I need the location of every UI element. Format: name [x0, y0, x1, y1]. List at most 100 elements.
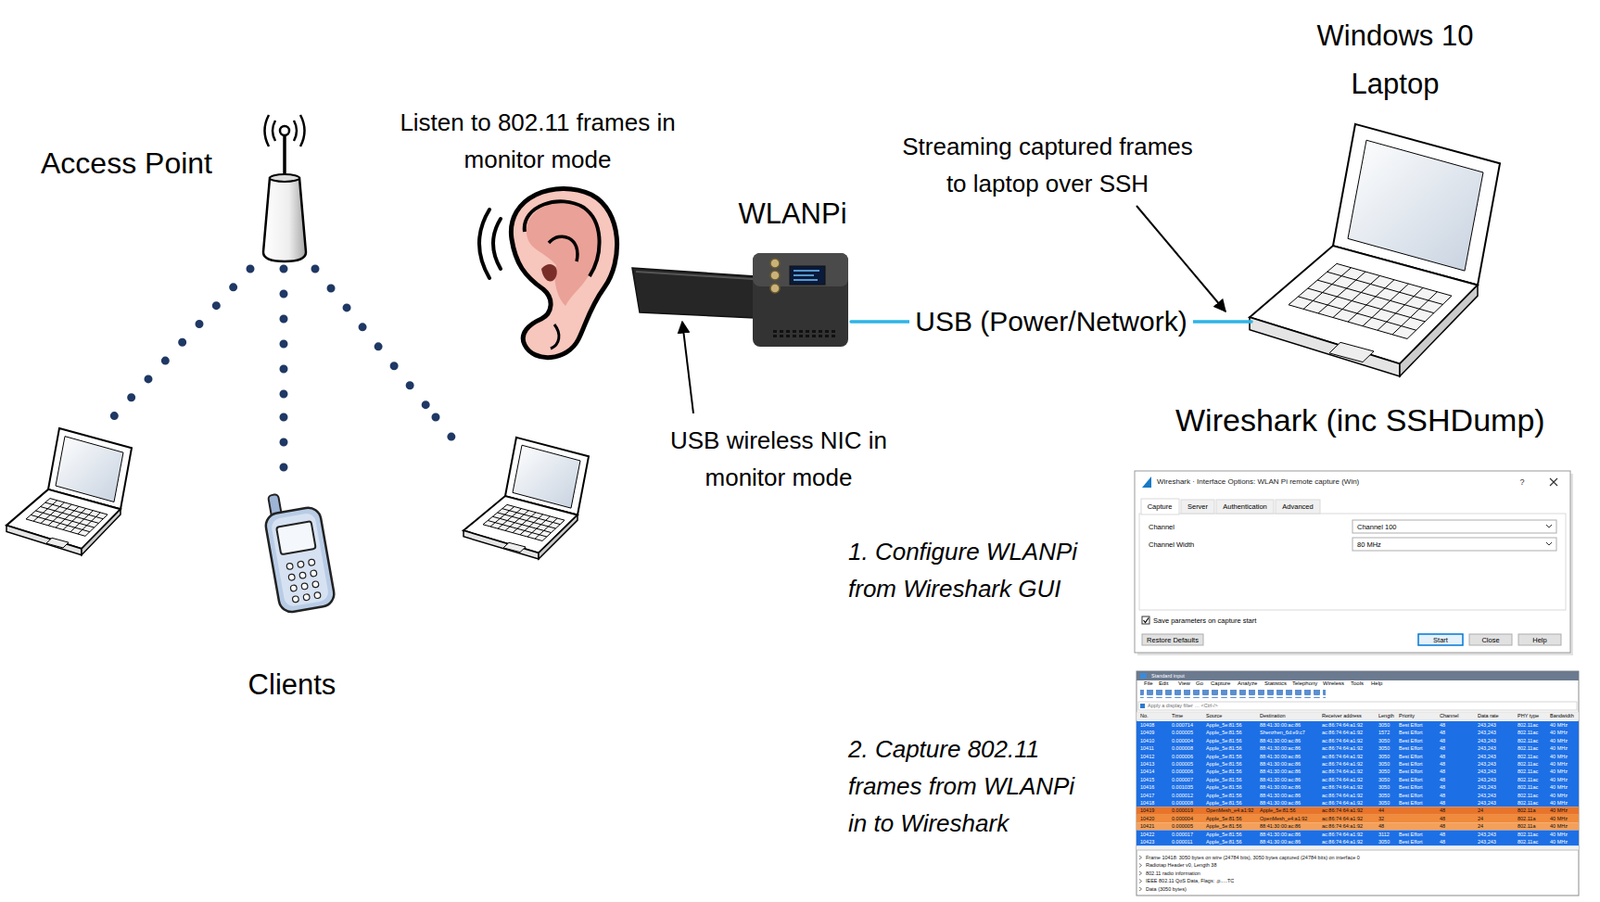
packet-list-text: 0.000007	[1171, 776, 1194, 784]
client-laptop-icon	[463, 437, 589, 559]
packet-list-text: 0.000004	[1171, 737, 1194, 745]
packet-list-text: Bandwidth	[1549, 712, 1575, 720]
packet-list-text: 802.11ac	[1517, 722, 1538, 729]
wireless-link	[315, 268, 436, 418]
capture-dialog-screenshot	[1141, 498, 1180, 515]
packet-list-text: 48	[1439, 838, 1446, 846]
access-point-icon	[279, 126, 290, 136]
packet-list-text: View	[1178, 680, 1191, 687]
packet-list-text: 88:41:30:00:ac:86	[1259, 761, 1301, 768]
packet-list-screenshot	[1138, 701, 1577, 711]
edge-label: USB (Power/Network)	[909, 304, 1193, 339]
laptop-node: Windows 10 Laptop	[1251, 7, 1521, 381]
capture-dialog-screenshot	[1143, 618, 1150, 623]
wlanpi-device	[635, 271, 753, 280]
packet-list-text: 0.000005	[1171, 761, 1194, 768]
capture-dialog-screenshot	[1352, 520, 1557, 534]
packet-list-text: 40 MHz	[1549, 745, 1568, 752]
packet-list-text: 802.11ac	[1517, 784, 1538, 791]
packet-list-text: 802.11a	[1517, 823, 1536, 830]
packet-list-text: 88:41:30:00:ac:86	[1259, 792, 1301, 800]
packet-list-text: 40 MHz	[1549, 792, 1568, 800]
ear-illustration	[541, 264, 558, 282]
packet-list-text: 10409	[1140, 729, 1155, 737]
packet-list-text: ac:86:74:64:a1:92	[1321, 737, 1363, 745]
packet-list-text: 243,243	[1477, 800, 1497, 807]
leader-arrow	[682, 205, 1226, 414]
capture-dialog-screenshot	[1275, 499, 1321, 514]
packet-list-text: 0.001035	[1171, 784, 1194, 791]
packet-list-text: 88:41:30:00:ac:86	[1259, 722, 1301, 729]
packet-list-text: Best Effort	[1398, 838, 1423, 846]
packet-list-text: 48	[1439, 784, 1446, 791]
packet-list-text: ac:86:74:64:a1:92	[1321, 815, 1363, 823]
phone-icon	[276, 520, 317, 555]
packet-list-text: 243,243	[1477, 753, 1497, 761]
packet-list-text: 48	[1439, 737, 1446, 745]
packet-list-text: 10408	[1140, 722, 1155, 729]
packet-list-text: 40 MHz	[1549, 761, 1568, 768]
packet-list-text: 3050	[1378, 784, 1390, 791]
access-point-icon	[269, 174, 300, 182]
packet-list-text: Apple_5e:81:56	[1206, 722, 1243, 729]
packet-list-text: 88:41:30:00:ac:86	[1259, 745, 1301, 752]
packet-list-text: 0.000006	[1171, 753, 1194, 761]
packet-list-text: 3050	[1378, 722, 1390, 729]
packet-list-text: Data (3050 bytes)	[1145, 886, 1187, 893]
packet-list-screenshot	[1136, 671, 1579, 896]
packet-list-text: 88:41:30:00:ac:86	[1259, 753, 1301, 761]
packet-list-text: 40 MHz	[1549, 776, 1568, 784]
packet-list-text: 10414	[1140, 768, 1155, 775]
packet-list-text: 40 MHz	[1549, 753, 1568, 761]
wlanpi-device	[632, 267, 755, 318]
packet-list-text: 88:41:30:00:ac:86	[1259, 831, 1301, 839]
access-point-icon	[263, 177, 306, 262]
packet-list-text: Help	[1371, 680, 1383, 687]
packet-list-text: 243,243	[1477, 792, 1497, 800]
packet-list-text: 0.000011	[1171, 838, 1194, 846]
packet-list-screenshot	[1140, 703, 1145, 709]
packet-list-text: 0.000008	[1171, 800, 1194, 807]
packet-list-text: Data rate	[1477, 712, 1499, 720]
ear-illustration	[524, 201, 600, 277]
packet-list-text: 0.000714	[1171, 722, 1194, 729]
packet-list-text: 48	[1439, 729, 1446, 737]
packet-list-text: Analyze	[1237, 680, 1258, 687]
packet-list-text: 10418	[1140, 800, 1155, 807]
packet-list-text: ac:86:74:64:a1:92	[1321, 784, 1363, 791]
dialog-text: Advanced	[1282, 502, 1313, 511]
packet-list-text: Wireless	[1322, 680, 1345, 687]
packet-list-text: 10417	[1140, 792, 1155, 800]
packet-list-text: 10421	[1140, 823, 1155, 830]
packet-list-text: Apple_5e:81:56	[1259, 807, 1296, 814]
packet-list-text: ac:86:74:64:a1:92	[1321, 807, 1363, 814]
access-point-icon	[263, 114, 306, 262]
packet-list-text: Apple_5e:81:56	[1206, 729, 1243, 737]
packet-list-text: 88:41:30:00:ac:86	[1259, 737, 1301, 745]
packet-list-text: 802.11ac	[1517, 831, 1538, 839]
packet-list-text: Apple_5e:81:56	[1206, 753, 1243, 761]
packet-list-text: 48	[1378, 823, 1385, 830]
packet-list-text: 88:41:30:00:ac:86	[1259, 776, 1301, 784]
packet-list-text: Go	[1195, 680, 1204, 687]
phone-icon	[312, 581, 320, 589]
device-label: Windows 10 Laptop	[1302, 12, 1488, 109]
packet-list-text: Apple_5e:81:56	[1206, 737, 1243, 745]
capture-dialog-screenshot	[1134, 470, 1574, 656]
packet-list-text: ac:86:74:64:a1:92	[1321, 823, 1363, 830]
packet-list-text: 802.11a	[1517, 807, 1536, 814]
packet-list-text: Best Effort	[1398, 729, 1423, 737]
packet-list-text: 243,243	[1477, 745, 1497, 752]
packet-list-text: Capture	[1210, 680, 1231, 687]
packet-list-text: Time	[1171, 712, 1183, 720]
packet-list-text: Apple_5e:81:56	[1206, 745, 1243, 752]
packet-list-text: Apple_5e:81:56	[1206, 761, 1243, 768]
phone-icon	[299, 571, 307, 580]
packet-list-text: 88:41:30:00:ac:86	[1259, 823, 1301, 830]
packet-list-text: 40 MHz	[1549, 737, 1568, 745]
packet-list-text: Best Effort	[1398, 831, 1423, 839]
phone-icon	[288, 573, 296, 582]
capture-dialog-screenshot	[1180, 499, 1215, 514]
packet-list-text: 32	[1378, 815, 1385, 823]
packet-list-text: 0.000012	[1171, 792, 1194, 800]
